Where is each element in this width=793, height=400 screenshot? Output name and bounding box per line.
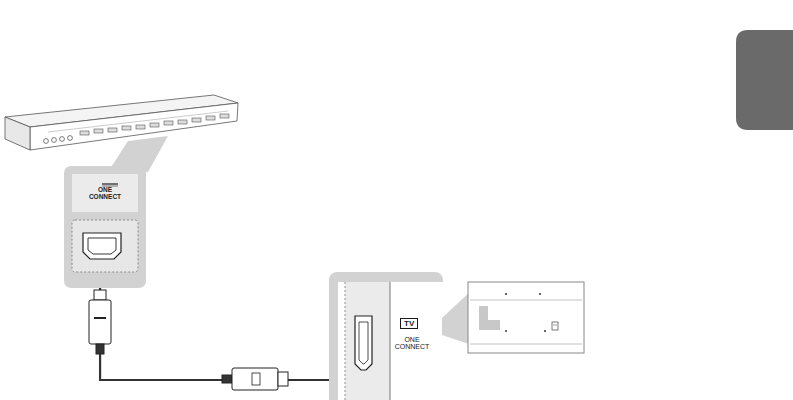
port-label: ONE CONNECT [88, 187, 122, 201]
port-inset [329, 272, 443, 400]
hdmi-cable [96, 288, 329, 380]
inset-panel: ONE CONNECT [64, 166, 146, 288]
inset-panel: TV ONE CONNECT [329, 272, 443, 400]
detail-inset [468, 282, 584, 353]
cable-plug [89, 290, 111, 354]
cable-plug [222, 368, 288, 390]
section-tab [736, 30, 793, 130]
port-label: ONE CONNECT [392, 336, 432, 351]
port-inset [64, 166, 146, 288]
one-connect-box [5, 95, 238, 150]
tv-badge: TV [400, 318, 418, 329]
